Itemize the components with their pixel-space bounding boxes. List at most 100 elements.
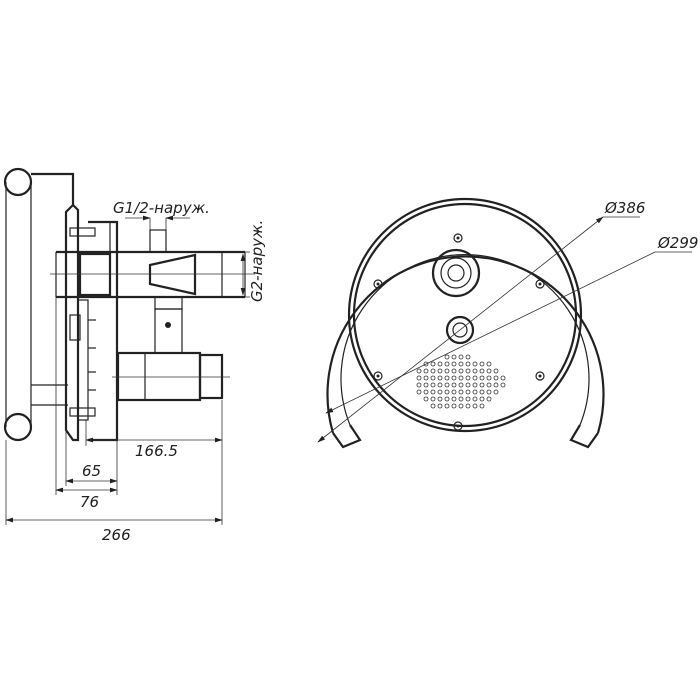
grille-hole <box>486 382 492 388</box>
grille-hole <box>479 375 485 381</box>
grille-hole <box>479 361 485 367</box>
grille-hole <box>465 368 471 374</box>
grille-hole <box>423 389 429 395</box>
grille-hole <box>451 396 457 402</box>
grille-hole <box>423 382 429 388</box>
grille-hole <box>437 368 443 374</box>
grille-hole <box>486 368 492 374</box>
grille-hole <box>472 403 478 409</box>
grille-hole <box>479 396 485 402</box>
grille-hole <box>430 396 436 402</box>
grille-hole <box>451 354 457 360</box>
main-pipe <box>50 229 255 354</box>
grille-hole <box>493 375 499 381</box>
grille-hole <box>458 375 464 381</box>
grille-hole <box>500 382 506 388</box>
grille-hole <box>444 403 450 409</box>
grille-hole <box>451 368 457 374</box>
grille-hole <box>472 368 478 374</box>
grille-hole <box>437 382 443 388</box>
grille-hole <box>493 389 499 395</box>
grille-hole <box>486 375 492 381</box>
grille-hole <box>416 389 422 395</box>
grille-hole <box>430 403 436 409</box>
grille-hole <box>451 382 457 388</box>
dim-76: 76 <box>80 493 99 511</box>
grille-hole <box>430 368 436 374</box>
grille-hole <box>458 368 464 374</box>
grille-hole <box>465 354 471 360</box>
grille-hole <box>430 375 436 381</box>
grille-hole <box>437 403 443 409</box>
screws <box>373 233 545 431</box>
grille-hole <box>451 361 457 367</box>
outer-diameter-label: Ø386 <box>604 199 645 217</box>
grille-hole <box>458 396 464 402</box>
grille-hole <box>430 382 436 388</box>
grille-hole <box>458 389 464 395</box>
grille-hole <box>423 375 429 381</box>
handrail-ring <box>326 254 605 449</box>
grille-hole <box>493 382 499 388</box>
grille-hole <box>451 389 457 395</box>
face-plate-outline <box>347 197 583 433</box>
dim-166-5: 166.5 <box>135 442 178 460</box>
grille-hole <box>472 382 478 388</box>
grille-hole <box>416 382 422 388</box>
grille-hole <box>458 403 464 409</box>
grille-hole <box>458 382 464 388</box>
grille-hole <box>437 396 443 402</box>
grille-hole <box>479 403 485 409</box>
front-view: Ø386 Ø299 <box>317 197 698 449</box>
face-plate <box>64 203 96 442</box>
grille-hole <box>500 375 506 381</box>
grille-hole <box>493 368 499 374</box>
hole-grille <box>416 354 506 409</box>
grille-hole <box>472 389 478 395</box>
grille-hole <box>472 361 478 367</box>
grille-hole <box>458 354 464 360</box>
grille-hole <box>479 368 485 374</box>
grille-hole <box>472 396 478 402</box>
handrail-ring-section <box>3 167 75 442</box>
grille-hole <box>451 403 457 409</box>
grille-hole <box>416 368 422 374</box>
grille-hole <box>423 368 429 374</box>
grille-hole <box>486 396 492 402</box>
dim-266: 266 <box>102 526 131 544</box>
grille-hole <box>416 375 422 381</box>
grille-hole <box>465 382 471 388</box>
grille-hole <box>444 354 450 360</box>
grille-hole <box>444 375 450 381</box>
grille-hole <box>444 389 450 395</box>
grille-hole <box>444 382 450 388</box>
grille-hole <box>465 396 471 402</box>
grille-hole <box>458 361 464 367</box>
grille-hole <box>430 389 436 395</box>
dimension-lines <box>5 297 223 525</box>
grille-hole <box>444 368 450 374</box>
grille-hole <box>444 361 450 367</box>
grille-hole <box>465 375 471 381</box>
grille-hole <box>465 389 471 395</box>
grille-hole <box>444 396 450 402</box>
thread-g2-label: G2-наруж. <box>248 220 266 302</box>
grille-hole <box>472 375 478 381</box>
grille-hole <box>430 361 436 367</box>
grille-hole <box>437 361 443 367</box>
dim-65: 65 <box>82 462 101 480</box>
inner-diameter-label: Ø299 <box>657 234 698 252</box>
thread-g1-2-label: G1/2-наруж. <box>113 199 210 217</box>
grille-hole <box>465 361 471 367</box>
grille-hole <box>486 361 492 367</box>
lower-pipe <box>112 351 230 402</box>
side-view: G1/2-наруж. G2-наруж. 166.5 65 76 266 <box>3 167 266 544</box>
grille-hole <box>465 403 471 409</box>
grille-hole <box>437 375 443 381</box>
grille-hole <box>423 396 429 402</box>
diameter-leaders <box>317 216 692 443</box>
grille-hole <box>437 389 443 395</box>
grille-hole <box>486 389 492 395</box>
